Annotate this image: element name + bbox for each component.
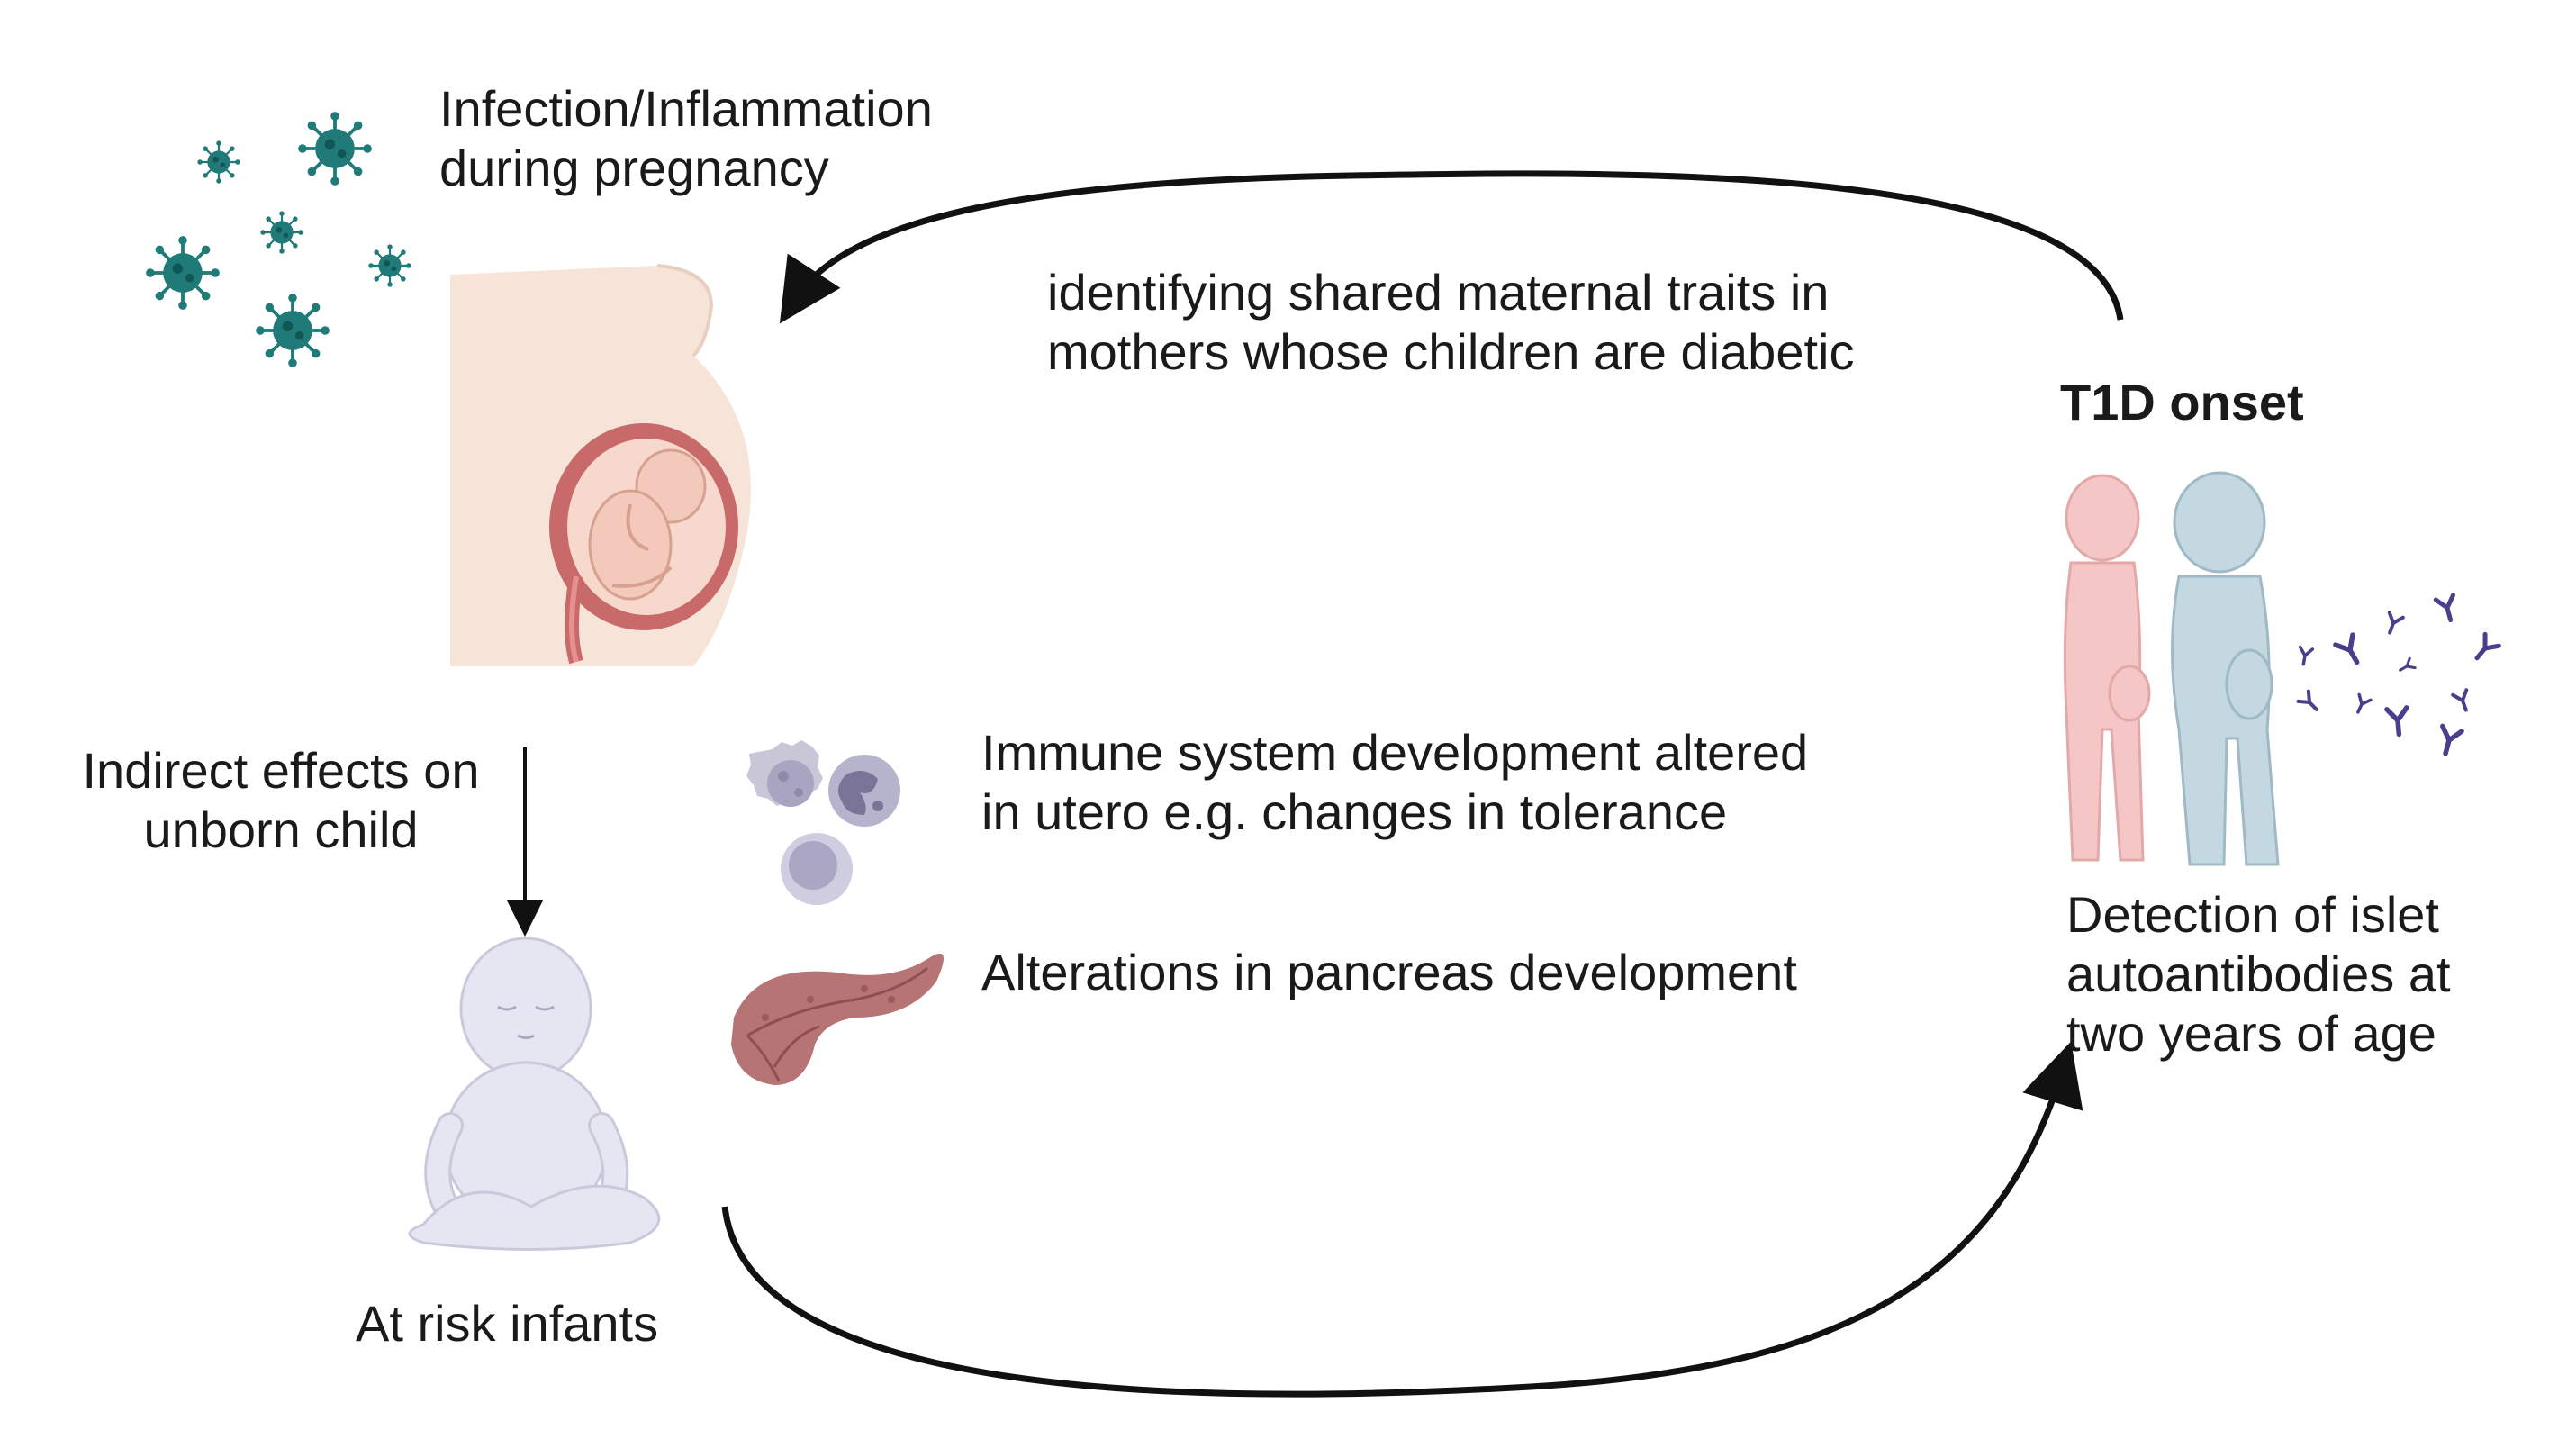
detection-label-line: two years of age (2066, 1005, 2436, 1062)
virus-icon (254, 292, 331, 369)
antibody-icon (2350, 692, 2373, 717)
feedback-label-line: identifying shared maternal traits in (1047, 264, 1830, 321)
child-blue (2171, 471, 2280, 866)
virus-icon (367, 243, 412, 288)
feedback-arrow (779, 170, 2124, 324)
antibody-icon (2436, 726, 2462, 756)
detection-label-line: Detection of islet (2066, 886, 2439, 943)
virus-icon (196, 140, 241, 185)
feedback-label: identifying shared maternal traits in mo… (1047, 263, 1854, 382)
child-pink (2063, 474, 2151, 862)
antibody-cluster (2295, 595, 2499, 756)
immune-cell-icon (746, 740, 823, 807)
antibody-icon (2436, 595, 2459, 622)
immune-label: Immune system development altered in ute… (981, 723, 1808, 842)
antibody-icon (2336, 635, 2365, 667)
children-icon (2063, 471, 2280, 866)
detection-label: Detection of islet autoantibodies at two… (2066, 885, 2451, 1063)
antibody-icon (2383, 612, 2403, 635)
infection-label-line: during pregnancy (439, 140, 829, 196)
immune-label-line: in utero e.g. changes in tolerance (981, 783, 1728, 840)
infection-label: Infection/Inflammation during pregnancy (439, 79, 933, 198)
antibody-icon (2295, 645, 2315, 667)
virus-cluster (144, 110, 412, 369)
antibody-icon (2453, 690, 2472, 712)
infection-label-line: Infection/Inflammation (439, 80, 933, 137)
detection-label-line: autoantibodies at (2066, 946, 2451, 1002)
indirect-effects-label: Indirect effects on unborn child (65, 741, 497, 860)
immune-cell-icon (781, 833, 853, 905)
t1d-onset-label: T1D onset (2060, 374, 2304, 430)
antibody-icon (2396, 656, 2417, 676)
pregnant-woman-icon (450, 264, 751, 666)
infant-icon (408, 937, 661, 1251)
indirect-label-line: unborn child (143, 801, 419, 858)
feedback-label-line: mothers whose children are diabetic (1047, 323, 1855, 380)
virus-icon (259, 210, 304, 255)
virus-icon (144, 234, 221, 312)
antibody-icon (2387, 708, 2409, 735)
immune-cells (746, 740, 900, 905)
immune-label-line: Immune system development altered (981, 724, 1809, 781)
immune-cell-icon (828, 755, 900, 827)
indirect-label-line: Indirect effects on (82, 742, 480, 799)
pancreas-icon (731, 953, 944, 1085)
progression-arrow (721, 1041, 2083, 1398)
virus-icon (296, 110, 374, 187)
antibody-icon (2470, 634, 2499, 664)
antibody-icon (2299, 692, 2322, 715)
pancreas-label: Alterations in pancreas development (981, 944, 1797, 1000)
at-risk-infants-label: At risk infants (356, 1295, 659, 1352)
